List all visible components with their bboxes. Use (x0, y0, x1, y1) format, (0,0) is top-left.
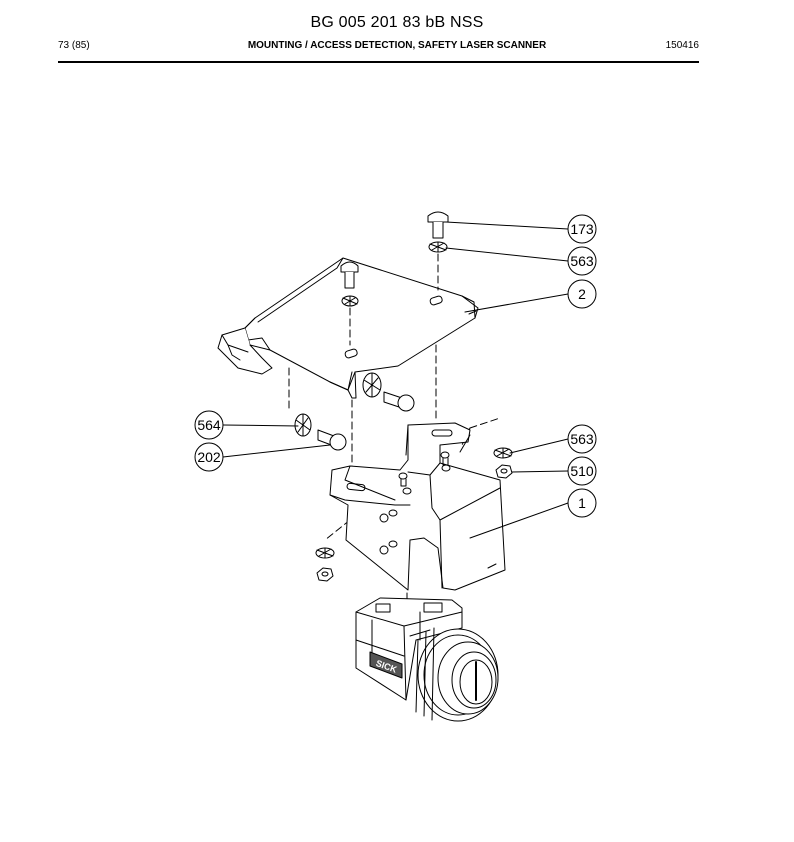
callout-173: 173 (567, 214, 597, 244)
callout-510: 510 (567, 456, 597, 486)
bolt-173 (427, 211, 449, 239)
header-divider (58, 61, 699, 63)
safety-laser-scanner: SICK (355, 597, 499, 722)
washer-564 (362, 372, 382, 398)
page-number: 73 (85) (58, 40, 90, 51)
axis-line (324, 519, 351, 541)
callout-1: 1 (567, 488, 597, 518)
callout-label: 510 (570, 463, 594, 479)
lower-bracket-part (329, 422, 506, 591)
document-title: BG 005 201 83 bB NSS (310, 14, 484, 31)
screw (379, 451, 451, 555)
washer-563-top (428, 241, 448, 253)
washer-lower-left (315, 547, 335, 559)
callout-202: 202 (194, 442, 224, 472)
bolt-on-bracket (340, 261, 359, 307)
nut-510 (495, 464, 513, 479)
callout-label: 563 (570, 253, 594, 269)
callout-label: 1 (578, 495, 586, 511)
callout-563-top: 563 (567, 246, 597, 276)
callout-563-right: 563 (567, 424, 597, 454)
callout-label: 202 (197, 449, 221, 465)
callout-label: 564 (197, 417, 221, 433)
upper-bracket-part (217, 257, 479, 399)
callout-label: 173 (570, 221, 594, 237)
callout-label: 563 (570, 431, 594, 447)
nut-lower-left (316, 567, 334, 582)
axis-line (469, 417, 501, 429)
callout-564: 564 (194, 410, 224, 440)
leader-lines (222, 221, 569, 539)
washer-564-left (294, 413, 312, 437)
bolt-side (383, 391, 415, 412)
bolt-202 (317, 429, 347, 451)
document-code: 150416 (665, 40, 699, 51)
callout-label: 2 (578, 286, 586, 302)
washer-563-right (493, 447, 513, 459)
section-title: MOUNTING / ACCESS DETECTION, SAFETY LASE… (247, 40, 547, 51)
callout-2: 2 (567, 279, 597, 309)
